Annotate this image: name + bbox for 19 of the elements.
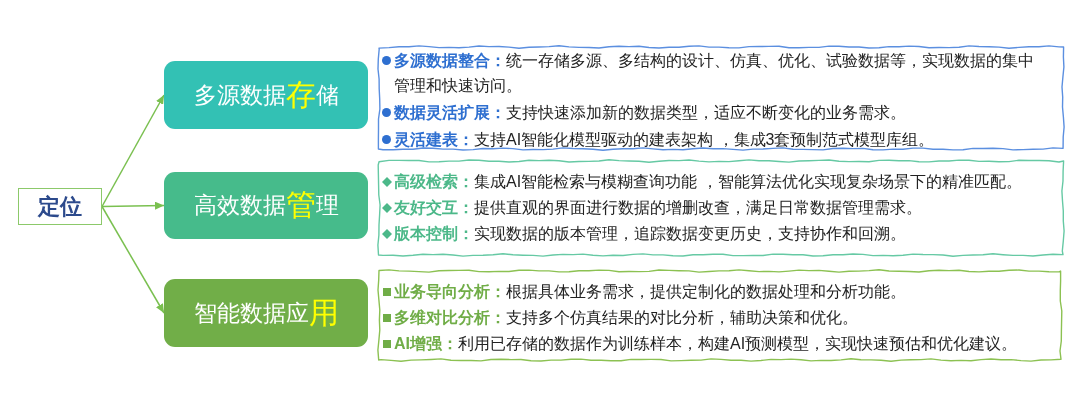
text-panel [377,45,1065,151]
category-box: 多源数据存储 [164,61,368,129]
bullet-text: AI增强：利用已存储的数据作为训练样本，构建AI预测模型，实现快速预估和优化建议。 [394,334,1019,354]
label-box: 定位 [18,188,102,225]
bullet-text: 多维对比分析：支持多个仿真结果的对比分析，辅助决策和优化。 [394,308,859,328]
bullet-text: 友好交互：提供直观的界面进行数据的增删改查，满足日常数据管理需求。 [394,198,923,218]
bullet-text: 灵活建表：支持AI智能化模型驱动的建表架构 ，集成3套预制范式模型库组。 [394,130,936,150]
arrow [101,94,165,208]
text-panel [377,159,1065,257]
bullet-text: 业务导向分析：根据具体业务需求，提供定制化的数据处理和分析功能。 [394,282,907,302]
category-box: 高效数据管理 [164,172,368,239]
arrow [101,205,165,314]
bullet-text: 数据灵活扩展：支持快速添加新的数据类型，适应不断变化的业务需求。 [394,103,907,123]
text-panel [377,269,1063,362]
category-box: 智能数据应用 [164,279,368,347]
bullet-text: 版本控制：实现数据的版本管理，追踪数据变更历史，支持协作和回溯。 [394,224,907,244]
bullet-text: 多源数据整合：统一存储多源、多结构的设计、仿真、优化、试验数据等，实现数据的集中管理和快速访问。 [394,51,1035,96]
bullet-text: 高级检索：集成AI智能检索与模糊查询功能 ，智能算法优化实现复杂场景下的精准匹配。 [394,172,1023,192]
arrow [101,201,165,210]
